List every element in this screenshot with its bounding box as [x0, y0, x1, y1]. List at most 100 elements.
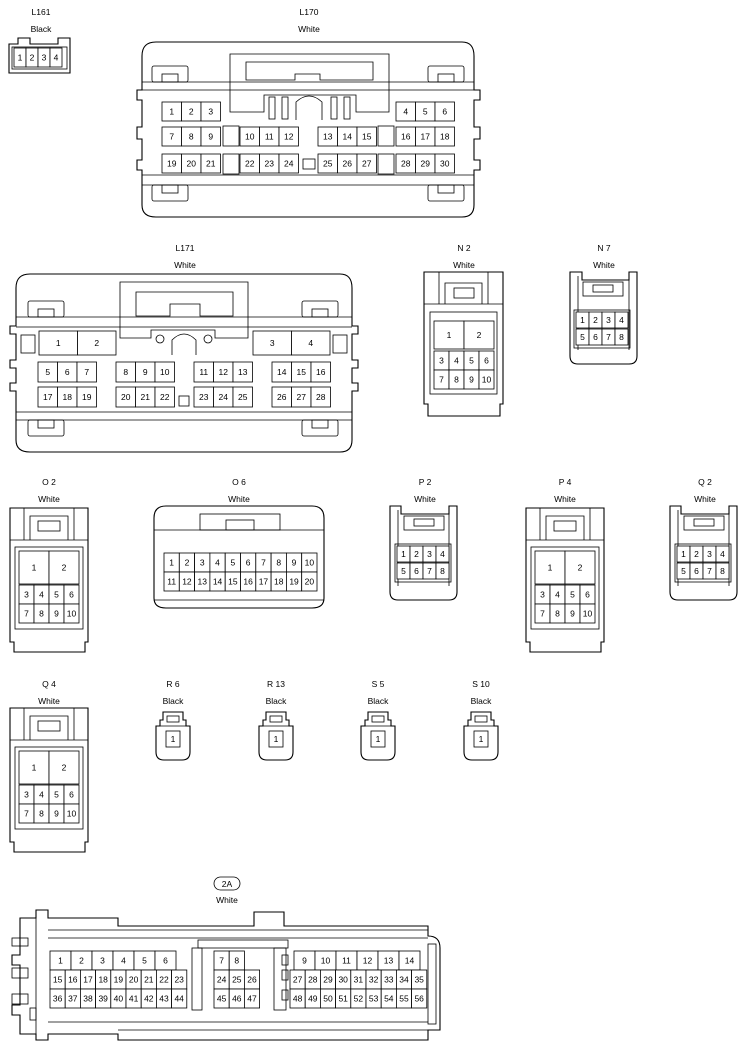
- pin-label: 16: [401, 132, 411, 142]
- connector-id-S10: S 10: [472, 679, 490, 689]
- pin-cell: 10: [301, 552, 318, 573]
- pin-cell: 39: [95, 988, 112, 1009]
- pin-cell: 19: [76, 386, 97, 408]
- pin-label: 55: [399, 994, 409, 1004]
- pin-cell: 1: [18, 550, 50, 585]
- pin-label: 23: [174, 975, 184, 985]
- pin-label: 10: [67, 609, 77, 619]
- pin-label: 4: [215, 558, 220, 568]
- pin-label: 15: [297, 367, 307, 377]
- pin-label: 6: [585, 590, 590, 600]
- pin-label: 3: [270, 338, 275, 348]
- pin-label: 24: [284, 159, 294, 169]
- pin-cell: 6: [478, 350, 495, 371]
- pin-cell: 3: [200, 101, 221, 122]
- pin-label: 9: [292, 558, 297, 568]
- pin-cell: 7: [702, 562, 717, 580]
- pin-label: 12: [182, 577, 192, 587]
- pin-label: 30: [338, 975, 348, 985]
- pin-cell: 22: [155, 969, 172, 990]
- pin-cell: 38: [80, 988, 97, 1009]
- pin-cell: 1: [473, 730, 489, 748]
- pin-cell: 8: [549, 603, 566, 624]
- pin-cell: 5: [133, 950, 156, 971]
- pin-cell: 41: [125, 988, 142, 1009]
- pin-label: 6: [414, 566, 419, 576]
- pin-label: 1: [580, 315, 585, 325]
- pin-cell: 18: [95, 969, 112, 990]
- pin-label: 12: [219, 367, 229, 377]
- pin-label: 13: [384, 956, 394, 966]
- pin-label: 10: [583, 609, 593, 619]
- pin-label: 14: [213, 577, 223, 587]
- pin-cell: 3: [422, 545, 437, 563]
- pin-label: 3: [707, 549, 712, 559]
- pin-label: 2: [62, 563, 67, 573]
- pin-cell: 15: [224, 571, 241, 592]
- pin-cell: 12: [356, 950, 379, 971]
- pin-label: 7: [24, 809, 29, 819]
- pin-label: 18: [440, 132, 450, 142]
- pin-label: 2: [185, 558, 190, 568]
- pin-label: 6: [442, 107, 447, 117]
- connector-color-L171: White: [174, 260, 196, 270]
- pin-label: 27: [297, 392, 307, 402]
- pin-label: 9: [469, 375, 474, 385]
- pin-cell: 11: [193, 361, 214, 383]
- pin-cell: 21: [200, 153, 221, 174]
- pin-label: 1: [171, 734, 176, 744]
- pin-label: 41: [129, 994, 139, 1004]
- pin-label: 26: [247, 975, 257, 985]
- pin-label: 9: [54, 609, 59, 619]
- pin-cell: 4: [395, 101, 416, 122]
- pin-cell: 4: [448, 350, 465, 371]
- pin-label: 25: [323, 159, 333, 169]
- pin-cell: 2: [409, 545, 424, 563]
- pin-cell: 22: [239, 153, 260, 174]
- pin-label: 5: [570, 590, 575, 600]
- pin-label: 46: [232, 994, 242, 1004]
- pin-label: 37: [68, 994, 78, 1004]
- pin-label: 3: [427, 549, 432, 559]
- connector-id-L161: L161: [32, 7, 51, 17]
- pin-label: 5: [230, 558, 235, 568]
- pin-label: 7: [540, 609, 545, 619]
- pin-cell: 3: [433, 350, 450, 371]
- pin-cell: 6: [63, 584, 80, 605]
- pin-cell: 11: [163, 571, 180, 592]
- pin-label: 2: [477, 330, 482, 340]
- pin-cell: 16: [64, 969, 81, 990]
- pin-label: 52: [354, 994, 364, 1004]
- pin-label: 28: [308, 975, 318, 985]
- pin-cell: 18: [57, 386, 78, 408]
- pin-cell: 34: [395, 969, 412, 990]
- pin-cell: 5: [676, 562, 691, 580]
- pin-label: 8: [454, 375, 459, 385]
- pin-label: 40: [114, 994, 124, 1004]
- pin-cell: 1: [534, 550, 566, 585]
- pin-label: 5: [54, 790, 59, 800]
- pin-label: 4: [555, 590, 560, 600]
- pin-cell: 2: [48, 550, 80, 585]
- pin-cell: 6: [409, 562, 424, 580]
- pin-cell: 7: [18, 603, 35, 624]
- pin-label: 1: [274, 734, 279, 744]
- pin-label: 3: [200, 558, 205, 568]
- pin-cell: 5: [564, 584, 581, 605]
- pin-label: 1: [447, 330, 452, 340]
- pin-cell: 40: [110, 988, 127, 1009]
- pin-cell: 7: [213, 950, 230, 971]
- connector-color-Q4: White: [38, 696, 60, 706]
- connector-id-S5: S 5: [372, 679, 385, 689]
- pin-label: 16: [243, 577, 253, 587]
- pin-label: 7: [169, 132, 174, 142]
- pin-label: 26: [343, 159, 353, 169]
- pin-cell: 9: [48, 603, 65, 624]
- pin-label: 6: [694, 566, 699, 576]
- pin-label: 3: [24, 790, 29, 800]
- pin-label: 19: [114, 975, 124, 985]
